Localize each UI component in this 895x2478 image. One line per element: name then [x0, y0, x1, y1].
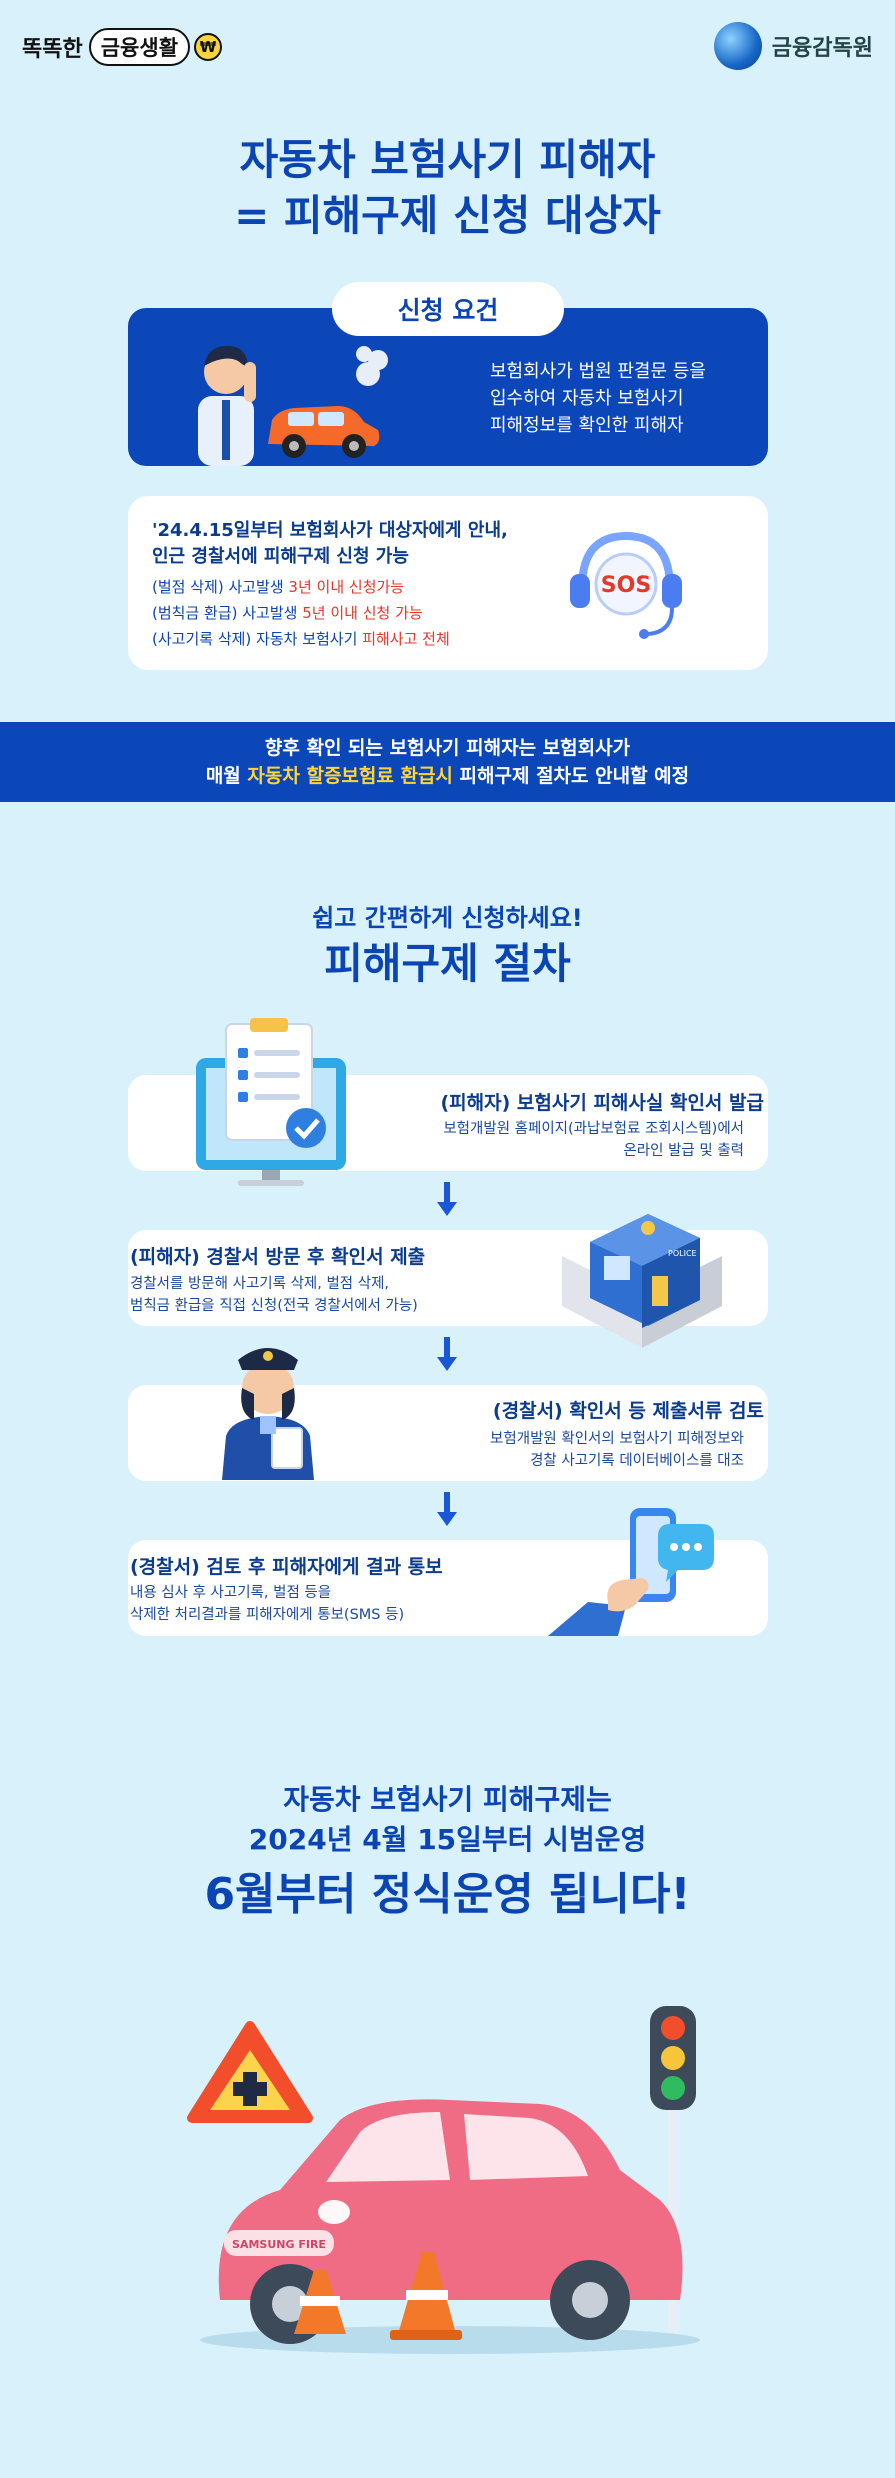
page-title: 자동차 보험사기 피해자 = 피해구제 신청 대상자: [0, 132, 895, 244]
man-illustration: [198, 345, 256, 466]
info-box: [128, 496, 768, 670]
traffic-light-icon: [650, 2006, 696, 2336]
step-3-title: (경찰서) 확인서 등 제출서류 검토: [492, 1400, 764, 1422]
step-arrow-1: [437, 1182, 457, 1216]
requirement-tab: 신청 요건: [332, 282, 564, 336]
car-scene-illustration: SAMSUNG FIRE: [187, 2006, 700, 2354]
warning-sign-icon: [187, 2021, 313, 2123]
brand-prefix: 똑똑한: [22, 37, 83, 62]
police-station-icon: POLICE: [562, 1214, 722, 1348]
info-line-record: (사고기록 삭제) 자동차 보험사기 피해사고 전체: [152, 630, 450, 648]
pink-car-illustration: SAMSUNG FIRE: [200, 2099, 700, 2354]
step-arrow-2: [437, 1337, 457, 1371]
closing-headline: 6월부터 정식운영 됩니다!: [204, 1869, 691, 1920]
info-heading: '24.4.15일부터 보험회사가 대상자에게 안내, 인근 경찰서에 피해구제…: [152, 520, 508, 567]
org-name: 금융감독원: [771, 36, 873, 61]
info-line-penalty: (벌점 삭제) 사고발생 3년 이내 신청가능: [152, 578, 405, 596]
step-2-desc: 경찰서를 방문해 사고기록 삭제, 벌점 삭제,범칙금 환급을 직접 신청(전국…: [130, 1276, 418, 1314]
step-4-title: (경찰서) 검토 후 피해자에게 결과 통보: [130, 1556, 443, 1578]
brand-logo: 똑똑한 금융생활 ₩: [22, 28, 223, 66]
monitor-checklist-icon: [196, 1018, 346, 1186]
closing-text: 자동차 보험사기 피해구제는 2024년 4월 15일부터 시범운영: [248, 1783, 647, 1856]
org-logo: 금융감독원: [713, 22, 873, 70]
coin-icon: ₩: [194, 33, 223, 61]
step-1-title: (피해자) 보험사기 피해사실 확인서 발급: [440, 1092, 764, 1114]
traffic-cone-icon: [294, 2252, 462, 2340]
brand-pill: 금융생활: [88, 28, 191, 66]
info-line-fine: (범칙금 환급) 사고발생 5년 이내 신청 가능: [152, 604, 423, 622]
step-2-title: (피해자) 경찰서 방문 후 확인서 제출: [130, 1246, 426, 1268]
sos-headset-icon: SOS: [570, 531, 682, 639]
notice-banner: 향후 확인 되는 보험사기 피해자는 보험회사가 매월 자동차 할증보험료 환급…: [0, 722, 895, 802]
procedure-subtitle: 쉽고 간편하게 신청하세요!: [312, 904, 583, 932]
fss-globe-icon: [713, 22, 762, 70]
requirement-text: 보험회사가 법원 판결문 등을 입수하여 자동차 보험사기 피해정보를 확인한 …: [490, 361, 706, 436]
victim-car-illustration: [198, 345, 388, 466]
page-title-line1: 자동차 보험사기 피해자: [239, 135, 656, 184]
svg-text:POLICE: POLICE: [668, 1249, 697, 1258]
car-plate-text: SAMSUNG FIRE: [232, 2238, 326, 2251]
phone-message-icon: [548, 1508, 714, 1636]
step-arrow-3: [437, 1492, 457, 1526]
police-officer-icon: [222, 1348, 314, 1480]
page-title-line2: = 피해구제 신청 대상자: [234, 191, 661, 240]
broken-car-illustration: [268, 346, 388, 458]
procedure-title: 피해구제 절차: [324, 939, 571, 988]
sos-text: SOS: [601, 573, 651, 598]
